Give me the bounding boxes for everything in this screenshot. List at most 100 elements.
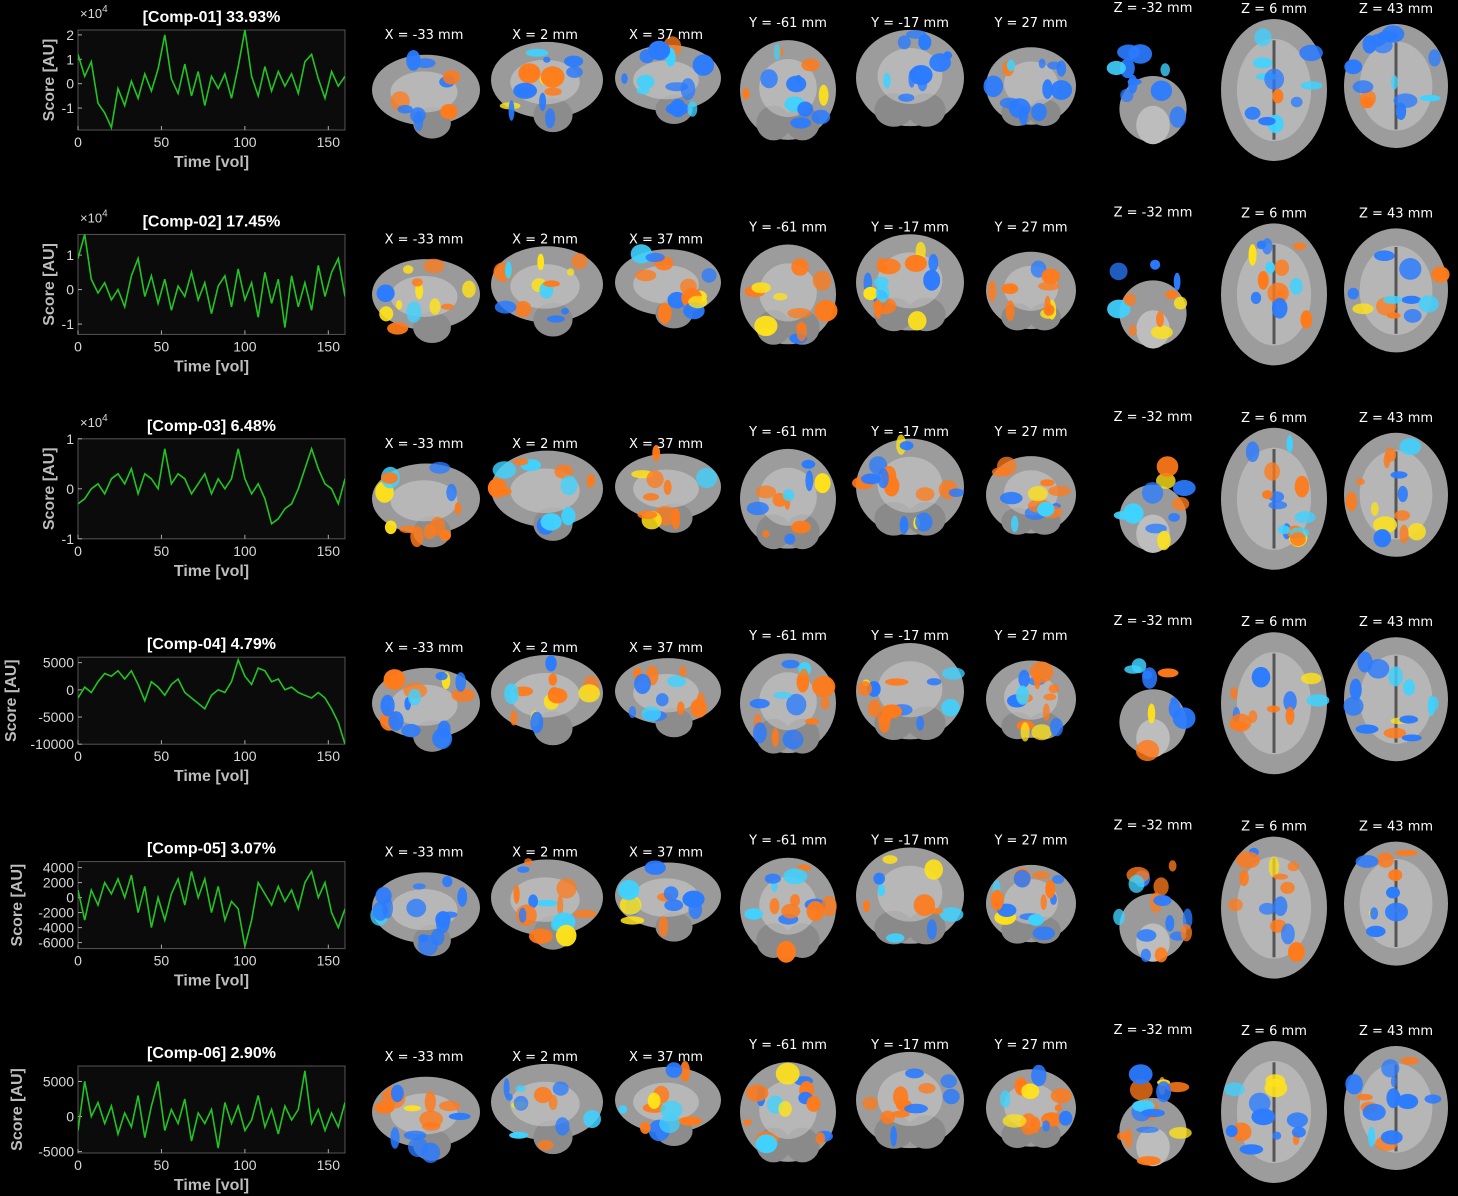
positive-activation: [1048, 485, 1071, 497]
negative-activation: [771, 881, 778, 892]
positive-activation: [1300, 310, 1313, 329]
x-tick-label: 50: [154, 953, 170, 969]
positive-activation: [882, 855, 898, 864]
negative-activation: [1120, 58, 1135, 79]
brain-slice-sagittal-2: X = 2 mm: [491, 28, 603, 133]
positive-activation: [1301, 672, 1322, 685]
negative-activation: [1344, 59, 1363, 75]
negative-activation: [1042, 1120, 1050, 1132]
negative-activation: [545, 108, 556, 129]
positive-activation: [806, 901, 825, 922]
positive-activation: [1050, 1088, 1072, 1104]
midline: [1394, 451, 1398, 539]
positive-activation: [769, 898, 780, 915]
positive-activation: [1020, 722, 1030, 742]
positive-activation: [619, 895, 642, 915]
y-tick-label: 5000: [43, 1073, 74, 1089]
y-axis-label: Score [AU]: [3, 659, 20, 742]
y-tick-label: -5000: [38, 709, 74, 725]
x-tick-label: 100: [233, 953, 257, 969]
negative-activation: [403, 1130, 427, 1141]
positive-activation: [652, 445, 661, 462]
component-title: [Comp-03] 6.48%: [147, 418, 276, 435]
slice-label: Z = 6 mm: [1241, 411, 1307, 426]
positive-activation: [410, 525, 424, 548]
negative-activation: [1383, 295, 1403, 304]
negative-activation: [1123, 503, 1144, 524]
negative-activation: [432, 728, 453, 749]
x-tick-label: 0: [74, 748, 82, 764]
negative-activation: [665, 1062, 683, 1078]
negative-activation: [656, 693, 669, 707]
brain-slice-coronal-3: Y = 27 mm: [986, 425, 1076, 535]
negative-activation: [1291, 1126, 1306, 1138]
negative-activation: [905, 1068, 924, 1079]
positive-activation: [548, 673, 558, 686]
slice-label: Z = 6 mm: [1241, 1024, 1307, 1039]
negative-activation: [877, 468, 889, 489]
negative-activation: [1150, 80, 1173, 101]
slice-label: Z = 43 mm: [1359, 1024, 1433, 1039]
positive-activation: [1345, 491, 1357, 512]
brain-slice-coronal-1: Y = -61 mm: [740, 425, 836, 550]
negative-activation: [1390, 471, 1408, 479]
positive-activation: [818, 84, 829, 106]
slice-label: Y = 27 mm: [993, 1038, 1067, 1053]
positive-activation: [1043, 693, 1057, 701]
negative-activation: [492, 461, 517, 479]
positive-activation: [1230, 687, 1238, 700]
negative-activation: [1299, 44, 1323, 62]
brain-slice-sagittal-2: X = 2 mm: [491, 641, 603, 746]
negative-activation: [682, 890, 705, 908]
positive-activation: [679, 665, 687, 679]
negative-activation: [564, 55, 584, 67]
positive-activation: [658, 916, 669, 937]
positive-activation: [1383, 452, 1391, 469]
brain-slice-coronal-1: Y = -61 mm: [740, 834, 837, 963]
negative-activation: [401, 723, 421, 738]
negative-activation: [1120, 88, 1134, 103]
negative-activation: [883, 72, 891, 89]
positive-activation: [1001, 283, 1019, 295]
timeseries-trace: [78, 446, 345, 526]
positive-activation: [1266, 705, 1281, 713]
brain-slice-axial-1: Z = -32 mm: [1107, 205, 1192, 349]
negative-activation: [1262, 238, 1273, 255]
timeseries-plot-area: [77, 29, 346, 131]
negative-activation: [1052, 874, 1065, 884]
negative-activation: [1347, 287, 1360, 300]
negative-activation: [429, 461, 451, 474]
negative-activation: [664, 899, 684, 912]
x-tick-label: 50: [154, 543, 170, 559]
slice-label: X = -33 mm: [385, 437, 464, 452]
x-tick-label: 0: [74, 1157, 82, 1173]
y-tick-label: -1: [62, 316, 75, 332]
negative-activation: [1131, 658, 1147, 674]
x-axis-label: Time [vol]: [174, 358, 249, 375]
negative-activation: [408, 688, 422, 706]
positive-activation: [1294, 475, 1310, 498]
positive-activation: [1257, 270, 1269, 290]
brain-slice-axial-2: Z = 6 mm: [1221, 820, 1327, 979]
negative-activation: [1047, 61, 1061, 70]
negative-activation: [1165, 915, 1175, 932]
brain-slice-axial-3: Z = 43 mm: [1344, 2, 1448, 148]
x-tick-label: 100: [233, 543, 257, 559]
positive-activation: [1128, 324, 1138, 336]
positive-activation: [754, 315, 778, 337]
negative-activation: [1352, 80, 1374, 94]
negative-activation: [926, 919, 937, 940]
negative-activation: [760, 69, 778, 89]
negative-activation: [786, 75, 807, 93]
positive-activation: [658, 302, 672, 324]
negative-activation: [801, 459, 816, 469]
positive-activation: [1129, 1079, 1153, 1101]
axis-exponent: ×104: [80, 208, 108, 225]
brain-slice-coronal-1: Y = -61 mm: [740, 629, 836, 754]
brain-slice-axial-3: Z = 43 mm: [1343, 615, 1448, 762]
y-tick-label: 1: [66, 247, 74, 263]
positive-activation: [647, 1092, 661, 1110]
negative-activation: [448, 1112, 471, 1120]
negative-activation: [786, 693, 807, 716]
